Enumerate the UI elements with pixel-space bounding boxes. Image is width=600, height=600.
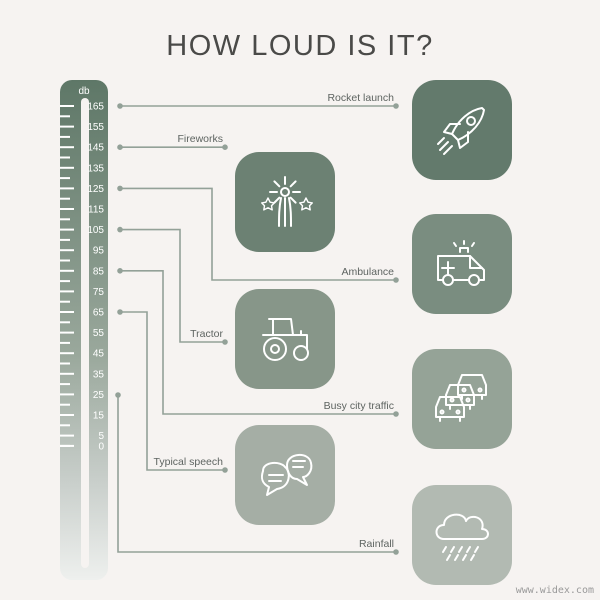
connector-end-dot — [222, 339, 228, 345]
tick-label: 0 — [98, 441, 104, 452]
connector-end-dot — [222, 467, 228, 473]
item-label: Ambulance — [341, 266, 394, 278]
tick-label: 15 — [93, 411, 105, 422]
tractor-icon — [262, 318, 309, 361]
item-label: Rocket launch — [327, 92, 394, 104]
page-title: HOW LOUD IS IT? — [166, 30, 434, 62]
scale-ticks: 1651551451351251151059585756555453525155… — [60, 102, 105, 452]
connector-start-dot — [117, 267, 123, 274]
fireworks-icon — [261, 176, 313, 227]
connector-end-dot — [393, 277, 399, 283]
connector-end-dot — [222, 144, 228, 150]
tick-label: 155 — [87, 122, 104, 133]
tick-label: 145 — [87, 143, 104, 154]
connector-line — [120, 270, 396, 415]
icon-tiles — [235, 80, 512, 585]
connector-line — [120, 228, 225, 343]
traffic-tile — [412, 349, 512, 449]
speech-bubbles-tile — [235, 425, 335, 525]
tick-label: 25 — [93, 390, 105, 401]
watermark: www.widex.com — [515, 585, 594, 596]
tick-label: 45 — [93, 349, 105, 360]
scale-unit-label: db — [78, 86, 90, 97]
connector-end-dot — [393, 549, 399, 555]
tick-label: 115 — [88, 205, 104, 216]
thermometer: db 1651551451351251151059585756555453525… — [60, 80, 108, 580]
tick-label: 65 — [93, 308, 105, 319]
fireworks-tile — [235, 152, 335, 252]
rocket-icon — [437, 107, 485, 155]
tractor-tile — [235, 289, 335, 389]
rocket-tile — [412, 80, 512, 180]
connector-start-dot — [117, 185, 123, 192]
item-label: Busy city traffic — [324, 400, 394, 412]
speech-bubbles-icon — [260, 454, 313, 496]
connector-line — [120, 187, 396, 281]
connector-start-dot — [117, 144, 123, 150]
ambulance-icon — [437, 240, 485, 286]
connector-line — [120, 311, 225, 471]
item-label: Tractor — [190, 328, 223, 340]
connector-start-dot — [117, 103, 123, 109]
item-label: Rainfall — [359, 538, 394, 550]
tick-label: 35 — [93, 369, 105, 380]
connector-start-dot — [115, 392, 121, 398]
ambulance-tile — [412, 214, 512, 314]
connector-line — [117, 395, 396, 553]
rain-cloud-icon — [435, 513, 489, 561]
tick-label: 5 — [98, 431, 104, 442]
tick-label: 75 — [93, 287, 105, 298]
tick-label: 165 — [87, 102, 104, 113]
rain-cloud-tile — [412, 485, 512, 585]
traffic-icon — [435, 374, 487, 422]
item-label: Typical speech — [154, 456, 224, 468]
connector-lines — [115, 103, 399, 555]
connector-end-dot — [393, 103, 399, 109]
tick-label: 55 — [93, 328, 105, 339]
tick-label: 105 — [87, 225, 104, 236]
item-label: Fireworks — [177, 133, 223, 145]
connector-end-dot — [393, 411, 399, 417]
tick-label: 95 — [93, 246, 105, 257]
tick-label: 85 — [93, 266, 105, 277]
tick-label: 135 — [87, 163, 104, 174]
connector-start-dot — [117, 309, 123, 315]
tick-label: 125 — [87, 184, 104, 195]
item-labels: Rocket launchFireworksAmbulanceTractorBu… — [154, 92, 395, 550]
connector-start-dot — [117, 226, 123, 233]
